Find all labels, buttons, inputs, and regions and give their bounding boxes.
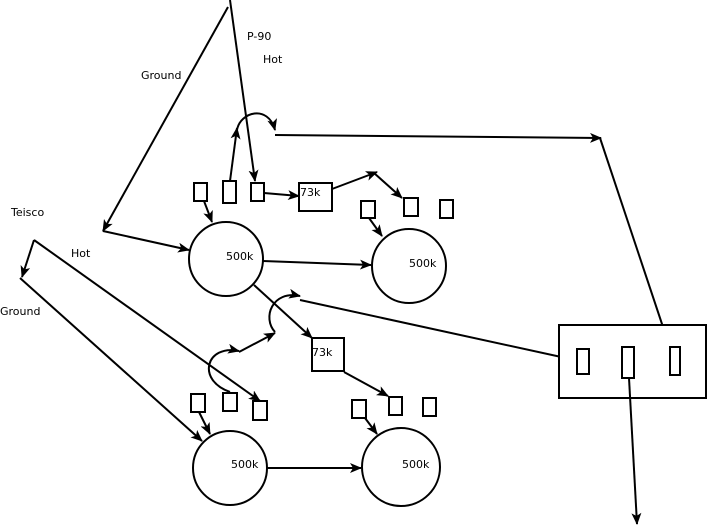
hop-link-wire — [238, 332, 276, 353]
lug-to-pot-bottom-left-wire — [198, 411, 211, 435]
lug-to-pot-wire — [203, 200, 213, 223]
pot-bottom-left-lug-1 — [190, 393, 206, 413]
pot-top-left-lug-1 — [193, 182, 208, 202]
label-p90-hot: Hot — [263, 53, 283, 66]
pot-top-right-lug-2 — [403, 197, 419, 217]
ground-to-pot-wire — [102, 230, 190, 253]
pot-top-right — [371, 228, 447, 304]
label-teisco: Teisco — [10, 206, 44, 219]
pot-to-resistor-bottom-wire — [253, 284, 313, 339]
p90-hot-wire — [229, 0, 259, 182]
resistor-to-lug-wire — [373, 172, 403, 199]
pot-bottom-left-label: 500k — [231, 458, 259, 471]
output-wire — [628, 377, 642, 525]
pot-bottom-left-lug-3 — [252, 400, 268, 421]
pot-bottom-right-lug-2 — [388, 396, 403, 416]
crossover-hop-top — [236, 112, 277, 131]
resistor-out-wire — [331, 171, 378, 190]
resistor-top — [298, 182, 333, 212]
pot-bottom-left-lug-2 — [222, 392, 238, 412]
pot-top-left-lug-2 — [222, 180, 237, 204]
crossover-hop-bottom — [207, 343, 240, 393]
resistor-bottom — [311, 337, 345, 372]
pot-bottom-right-lug-1 — [351, 399, 367, 419]
resistor-bottom-label: 73k — [312, 346, 333, 359]
label-teisco-hot: Hot — [71, 247, 91, 260]
pot-top-left — [188, 221, 264, 297]
crossover-hop-middle — [268, 288, 301, 333]
p90-ground-wire — [102, 6, 229, 232]
pot-top-left-lug-3 — [250, 182, 265, 202]
pot-to-pot-top-wire — [262, 259, 372, 270]
pot-bottom-right-label: 500k — [402, 458, 430, 471]
middle-bus-wire — [299, 299, 576, 363]
teisco-ground-wire — [19, 277, 203, 442]
label-teisco-ground: Ground — [0, 305, 40, 318]
lug-to-pot-top-right-wire — [368, 217, 383, 237]
lug-to-resistor-wire — [263, 190, 300, 201]
pot-top-right-label: 500k — [409, 257, 437, 270]
pot-bottom-right — [361, 427, 441, 507]
switch-lug-1 — [576, 348, 590, 375]
lug-up-wire — [229, 127, 241, 182]
pot-top-right-lug-1 — [360, 200, 376, 219]
switch-lug-2 — [621, 346, 635, 379]
pot-top-left-label: 500k — [226, 250, 254, 263]
label-p90-ground: Ground — [141, 69, 181, 82]
lug-to-pot-bottom-right-wire — [364, 417, 378, 435]
resistor-top-label: 73k — [300, 186, 321, 199]
teisco-hot-wire — [33, 239, 261, 402]
pot-top-right-lug-3 — [439, 199, 454, 219]
resistor-bottom-out-wire — [343, 371, 389, 397]
pot-bottom-right-lug-3 — [422, 397, 437, 417]
top-bus-wire — [274, 132, 602, 143]
switch-lug-3 — [669, 346, 681, 376]
label-p90: P-90 — [247, 30, 271, 43]
teisco-ground-stub — [20, 239, 35, 278]
bus-to-switch-wire — [599, 137, 671, 346]
